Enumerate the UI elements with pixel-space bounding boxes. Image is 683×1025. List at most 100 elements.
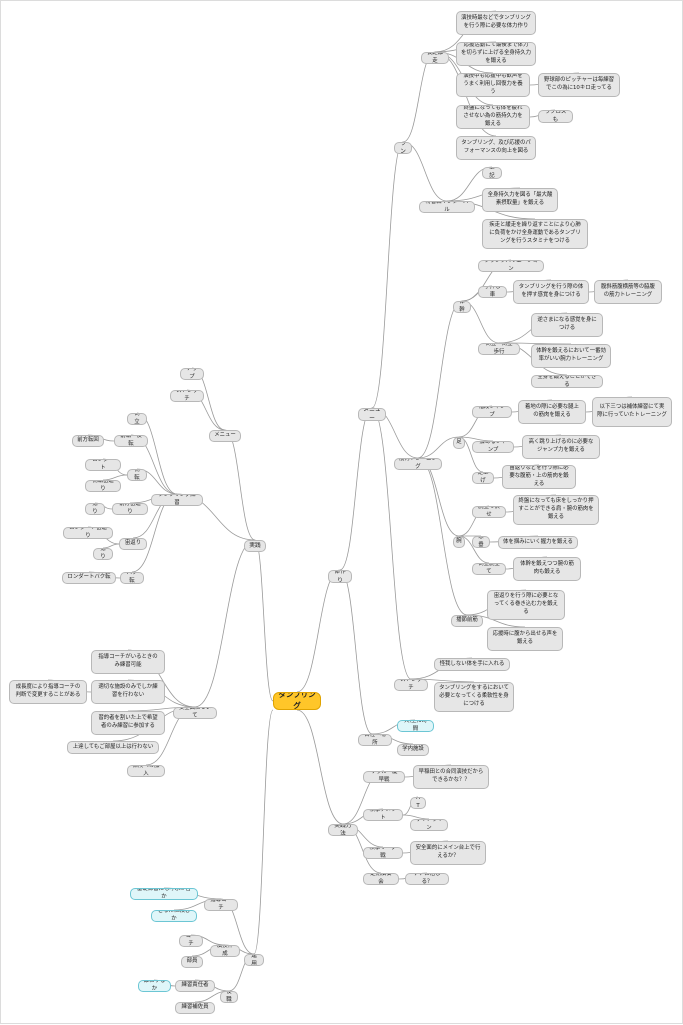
connector-line <box>194 539 256 708</box>
connector-line <box>402 814 430 820</box>
connector-line <box>417 300 463 459</box>
topic-node[interactable]: ストレッチ <box>170 390 204 402</box>
topic-node[interactable]: HT <box>410 797 426 809</box>
topic-node[interactable]: 倒立 <box>127 413 147 425</box>
topic-node[interactable]: メニュー <box>358 408 386 421</box>
connector-line <box>102 543 120 549</box>
topic-node[interactable]: タンブリングをするにおいて必要となってくる柔軟性を身につける <box>434 682 514 712</box>
topic-node[interactable]: 側転宙返り <box>85 480 121 492</box>
topic-node[interactable]: ロンダート宙返り <box>63 527 113 539</box>
topic-node[interactable]: 腹斜筋腹横筋等の脇腹の筋力トレーニング <box>594 280 662 304</box>
topic-node[interactable]: 指導コーチがいるときのみ練習可能 <box>91 650 165 674</box>
topic-node[interactable]: 足 <box>453 437 465 449</box>
topic-node[interactable]: ストレッチ <box>394 679 428 691</box>
topic-node[interactable]: 側転 <box>127 469 147 481</box>
topic-node[interactable]: アップ <box>180 368 204 380</box>
topic-node[interactable]: 捻り <box>93 548 113 560</box>
topic-node[interactable]: 着地の際に必要な腿上の筋肉を鍛える <box>518 400 586 424</box>
topic-node[interactable]: 応援時に腹から出せる声を鍛える <box>487 627 563 651</box>
topic-node[interactable]: 手押し車 <box>478 286 507 298</box>
topic-node[interactable]: ロンダート <box>85 459 121 471</box>
topic-node[interactable]: メニュー <box>209 430 241 442</box>
topic-node[interactable]: 演技中も応援中も歓声をうまく利用し回復力を養う <box>456 73 530 97</box>
topic-node[interactable]: 体幹を鍛えるにおいて一番効率がいい腕力トレーニング <box>531 344 611 368</box>
topic-node[interactable]: 階段ジャンプ <box>472 406 512 418</box>
topic-node[interactable]: 全身を鍛えることができる <box>531 375 603 388</box>
topic-node[interactable]: 演技作成 <box>210 945 240 957</box>
topic-node[interactable]: 将音森インターバル <box>419 201 475 213</box>
topic-node[interactable]: 適切な施設のみでしか練習を行わない <box>91 680 165 704</box>
topic-node[interactable]: どなたに頼むか <box>151 910 197 922</box>
topic-node[interactable]: 宙返りを行う際に必要となってくる巻き込む力を鍛える <box>487 590 565 620</box>
topic-node[interactable]: ラクロスも <box>538 110 573 123</box>
topic-node[interactable]: ロンダートバク転 <box>62 572 116 584</box>
topic-node[interactable]: タンブリングを行う際の体を押す感覚を身につける <box>513 280 589 304</box>
topic-node[interactable]: 練習責任者 <box>175 980 215 992</box>
topic-node[interactable]: 倒立・倒立歩行 <box>478 343 520 355</box>
topic-node[interactable]: ラン <box>394 142 412 154</box>
topic-node[interactable]: バク転 <box>120 572 144 584</box>
topic-node[interactable]: 筋力トレーニング <box>394 458 442 470</box>
topic-node[interactable]: 秋季アメフト <box>363 809 403 821</box>
topic-node[interactable]: 秋季リーグ戦 <box>363 847 403 859</box>
topic-node[interactable]: 宙返りなどを行う際に必要な腹筋・上の筋肉を鍛える <box>502 465 576 489</box>
topic-node[interactable]: 基礎練習にも呼ぶか否か <box>130 888 198 900</box>
topic-node[interactable]: 体幹 <box>453 301 471 313</box>
topic-node[interactable]: 野球部のピッチャーは毎練習でこの為に10キロ走ってる <box>538 73 620 97</box>
topic-node[interactable]: 実践方法 <box>328 824 358 836</box>
topic-node[interactable]: コーチ <box>179 935 203 947</box>
topic-node[interactable]: 懸垂 <box>472 536 490 548</box>
topic-node[interactable]: 終盤になっても体を疲れさせない為の筋持久力を鍛える <box>456 105 530 129</box>
topic-node[interactable]: 体幹を鍛えつつ腕の筋肉も鍛える <box>513 557 581 581</box>
topic-node[interactable]: 成長度により指導コーチの判断で変更することがある <box>9 680 87 704</box>
topic-node[interactable]: 上達してもご部屋以上は行わない <box>67 741 159 754</box>
topic-node[interactable]: プランクバリエーション <box>478 260 544 272</box>
topic-node[interactable]: 部員 <box>181 956 203 968</box>
topic-node[interactable]: 終盤になっても床をしっかり押すことができる肩・腕の筋肉を鍛える <box>513 495 599 525</box>
topic-node[interactable]: 前方宙返り <box>112 503 148 515</box>
topic-node[interactable]: 前方転回 <box>72 435 104 447</box>
topic-node[interactable]: 怪我しない体を手に入れる <box>434 658 510 671</box>
topic-node[interactable]: 指導コーチ <box>204 899 238 911</box>
topic-node[interactable]: 体を掴みにいく握力を鍛える <box>498 536 578 549</box>
topic-node[interactable]: 疾走と緩走を繰り返すことにより心肺に負荷をかけ全身運動であるタンブリングを行うス… <box>482 219 588 249</box>
topic-node[interactable]: 安全面について <box>173 707 217 719</box>
topic-node[interactable]: 火,土,9時間 <box>397 720 434 732</box>
topic-node[interactable]: 前転・後転 <box>114 435 148 447</box>
topic-node[interactable]: タンブリング、及び応援のパフォーマンスの向上を図る <box>456 136 536 160</box>
topic-node[interactable]: 日程・場所 <box>358 734 392 746</box>
topic-node[interactable]: 長距離走 <box>421 52 449 64</box>
topic-node[interactable]: 演技時最などでタンブリングを行う際に必要な体力作り <box>456 11 536 35</box>
topic-node[interactable]: 足上げ <box>472 472 494 484</box>
topic-node[interactable]: 腕 <box>453 536 465 548</box>
topic-node[interactable]: 応援活動にて最後まで体力を切らずに上げる全身持久力を鍛える <box>456 42 536 66</box>
topic-node[interactable]: 逆さまになる感覚を身につける <box>531 313 603 337</box>
topic-node[interactable]: 体作り <box>328 570 352 583</box>
topic-node[interactable]: 役職 <box>220 991 238 1003</box>
root-node[interactable]: タンブリング <box>273 692 321 710</box>
topic-node[interactable]: 安全面的にメイン台上で行えるか？ <box>410 841 486 865</box>
topic-node[interactable]: 練習補佐員 <box>175 1002 215 1014</box>
topic-node[interactable]: 腕立て伏せ <box>472 506 506 518</box>
topic-node[interactable]: 学内施設 <box>397 744 429 756</box>
topic-node[interactable]: 定期演奏会 <box>363 873 399 885</box>
topic-node[interactable]: 保険への加入 <box>127 765 165 777</box>
topic-node[interactable]: 膝あるジャンプ <box>472 441 514 453</box>
topic-node[interactable]: 全身持久力を図る「最大酸素摂取量」を鍛える <box>482 188 558 212</box>
topic-node[interactable]: 早稲田との合同演技だからできるかな？？ <box>413 765 489 789</box>
topic-node[interactable]: テアに活じる？ <box>405 873 449 885</box>
topic-node[interactable]: 倒立腕立て <box>472 563 506 575</box>
topic-node[interactable]: 習的者を割いた上で希望者のみ練習に参加する <box>91 711 165 735</box>
topic-node[interactable]: 以下三つは補体練習にて実際に行っていたトレーニング <box>592 397 672 427</box>
topic-node[interactable]: 捻り <box>85 503 105 515</box>
topic-node[interactable]: 上記 <box>482 167 502 179</box>
topic-node[interactable]: 高く跳り上げるのに必要なジャンプ力を鍛える <box>522 435 600 459</box>
topic-node[interactable]: 宙返り <box>119 538 147 550</box>
topic-node[interactable]: サイドライン <box>410 819 448 831</box>
topic-node[interactable]: タンブリング練習 <box>151 494 203 506</box>
topic-node[interactable]: 実践 <box>244 540 266 552</box>
topic-node[interactable]: サッカー慶早戦 <box>363 771 405 783</box>
topic-node[interactable]: 運用 <box>244 954 264 966</box>
topic-node[interactable]: 播節前筋 <box>451 615 483 627</box>
topic-node[interactable]: 誰にするか <box>138 980 171 992</box>
